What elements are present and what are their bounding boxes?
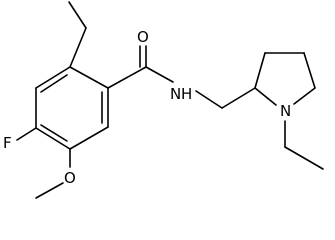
bond — [254, 52, 266, 89]
amide-group: O N H — [107, 28, 192, 103]
bond — [35, 127, 71, 150]
bond — [16, 127, 37, 141]
ethyl-group-nitrogen — [284, 120, 324, 170]
pyrrolidine-ring: N — [254, 52, 316, 120]
ethyl-group-aryl — [68, 1, 87, 68]
chemical-structure: F O O N H N — [3, 1, 324, 199]
methoxy-oxygen-label: O — [64, 169, 76, 187]
double-bond-inner — [40, 74, 68, 93]
bond — [68, 1, 87, 29]
bond — [35, 182, 64, 199]
bond — [35, 66, 71, 89]
bond — [69, 27, 87, 68]
bond — [221, 87, 256, 109]
bond — [284, 146, 324, 170]
bond — [69, 126, 109, 150]
bond — [145, 66, 174, 83]
amide-hydrogen-label: H — [181, 85, 192, 103]
bond — [107, 66, 147, 89]
bond — [69, 66, 109, 89]
double-bond-inner — [40, 124, 68, 142]
ring-nitrogen-label: N — [280, 102, 291, 120]
benzene-ring — [35, 66, 109, 150]
bond — [303, 52, 316, 89]
fluorine-atom-label: F — [3, 134, 12, 152]
bond — [195, 90, 223, 109]
amide-nitrogen-label: N — [170, 85, 181, 103]
bond — [293, 87, 316, 105]
bond — [254, 87, 277, 106]
carbonyl-oxygen-label: O — [137, 28, 149, 46]
